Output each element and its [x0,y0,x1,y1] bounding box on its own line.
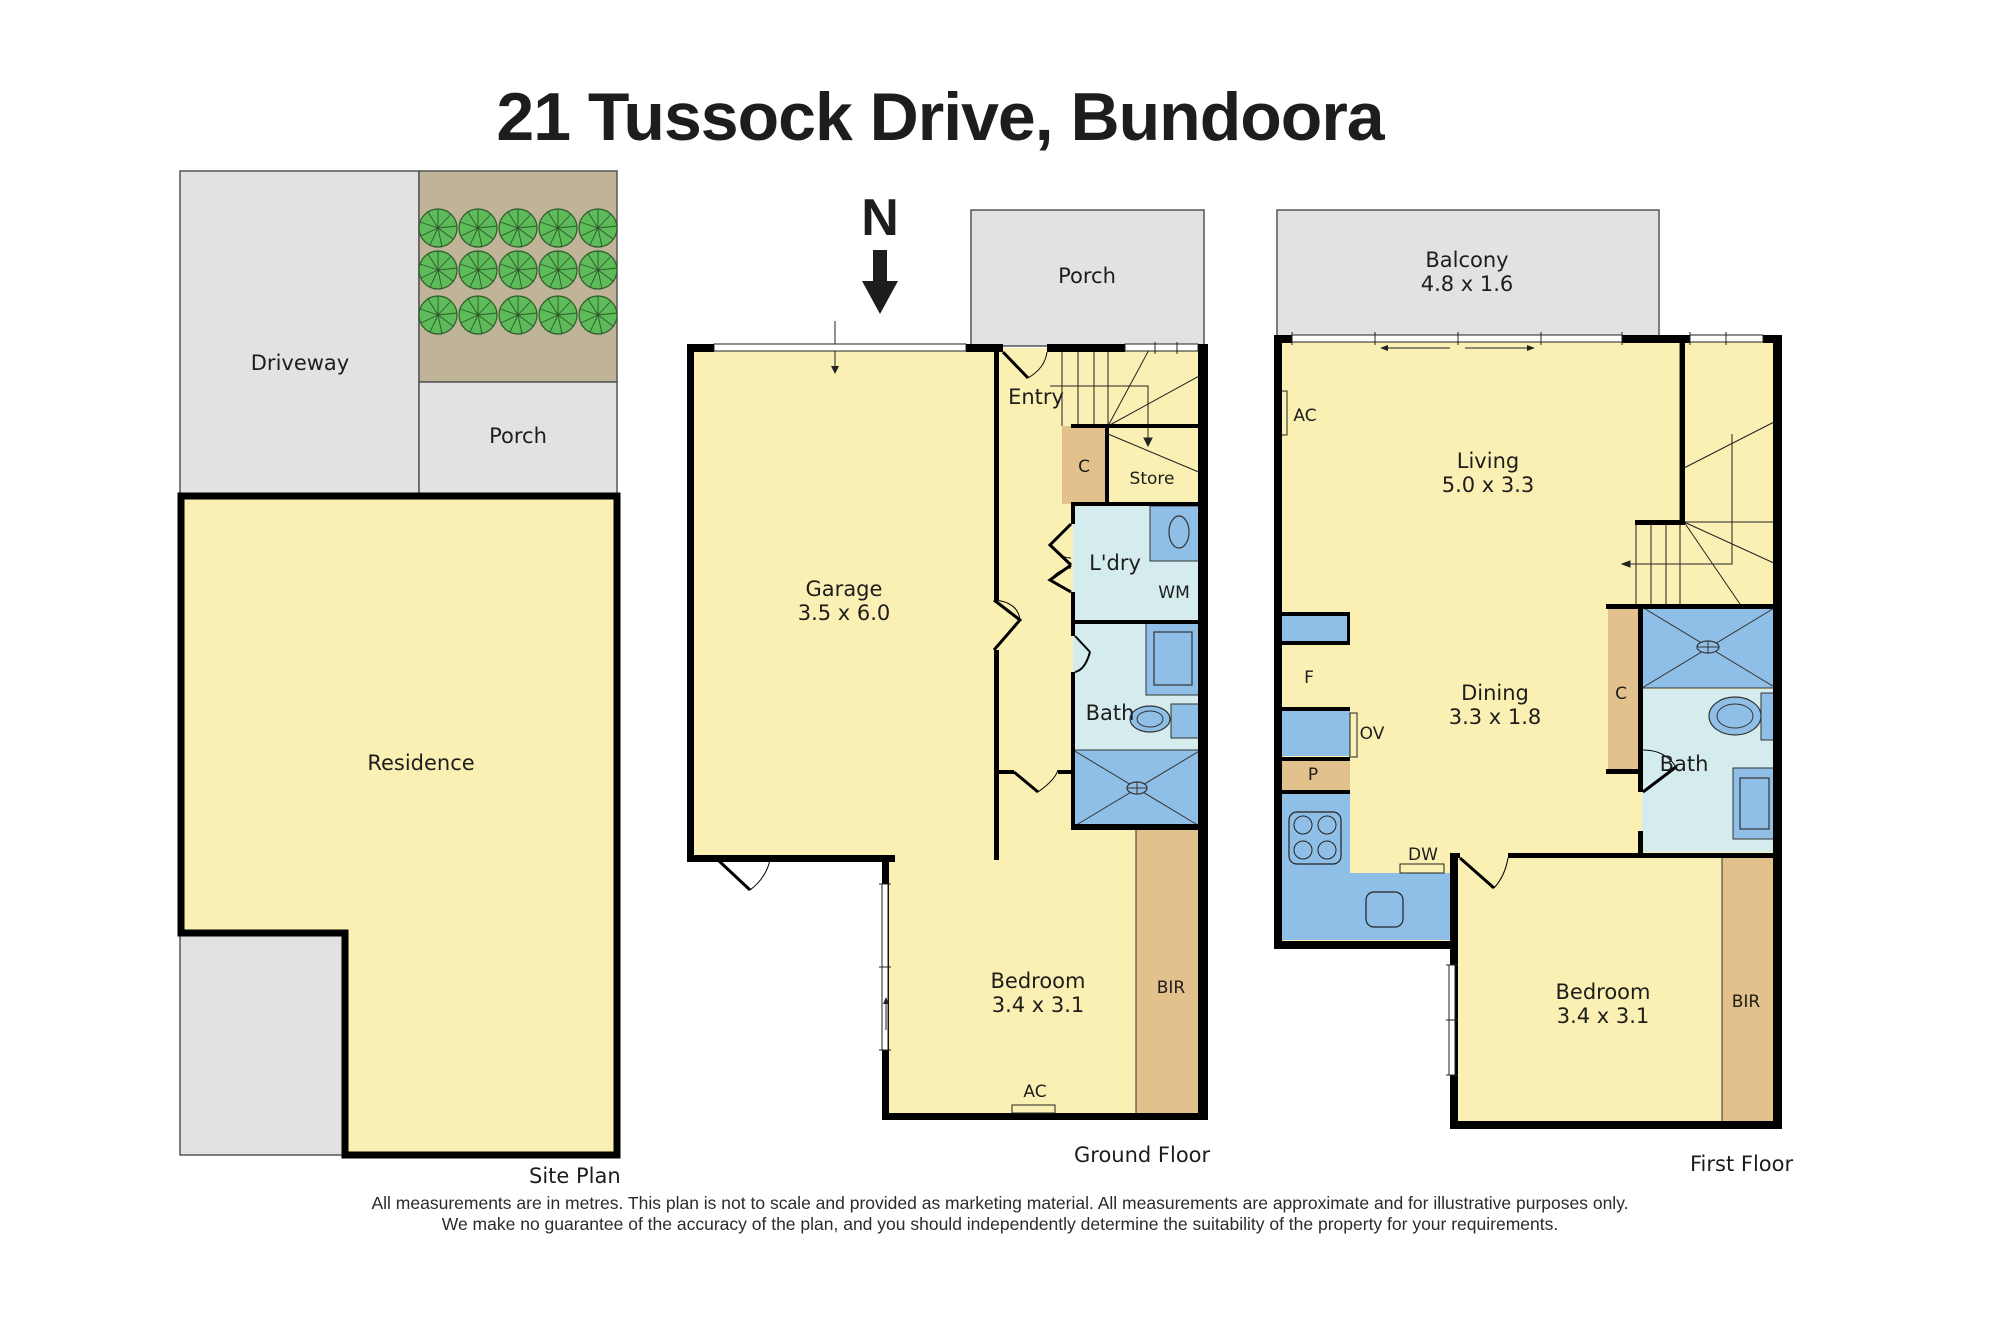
driveway-area [179,170,420,497]
balcony-label: Balcony 4.8 x 1.6 [1421,248,1514,296]
ground-floor-plan [687,209,1208,1120]
gf-porch-label: Porch [1058,264,1116,288]
page-title: 21 Tussock Drive, Bundoora [496,79,1384,155]
first-floor-caption: First Floor [1690,1152,1794,1176]
gf-bedroom-size: 3.4 x 3.1 [991,993,1085,1017]
north-arrow-icon [862,250,898,314]
gf-porch-area [970,209,1205,347]
north-label: N [861,189,899,247]
living-name: Living [1456,449,1520,473]
garage-label: Garage 3.5 x 6.0 [798,577,891,625]
disclaimer-line-2: We make no guarantee of the accuracy of … [441,1214,1559,1234]
garage-name: Garage [805,577,883,601]
dining-name: Dining [1461,681,1529,705]
gf-ac-label: AC [1023,1082,1047,1102]
ff-bath-label: Bath [1659,752,1709,776]
living-size: 5.0 x 3.3 [1441,473,1535,497]
gf-bedroom-name: Bedroom [990,969,1086,993]
gf-bir-label: BIR [1156,978,1186,998]
site-porch-label: Porch [489,424,547,448]
pantry-label: P [1307,765,1319,785]
residence-label: Residence [367,751,475,775]
ff-bir-label: BIR [1731,992,1761,1012]
site-plan [177,170,621,1159]
ff-bedroom-label: Bedroom 3.4 x 3.1 [1556,980,1651,1028]
gf-bath-label: Bath [1085,701,1135,725]
ff-ac-label: AC [1293,406,1317,426]
disclaimer: All measurements are in metres. This pla… [0,1193,2000,1235]
living-label: Living 5.0 x 3.3 [1442,449,1535,497]
gf-bedroom-label: Bedroom 3.4 x 3.1 [991,969,1086,1017]
ff-bedroom-name: Bedroom [1555,980,1651,1004]
first-floor-plan [1274,209,1782,1129]
disclaimer-line-1: All measurements are in metres. This pla… [371,1193,1629,1213]
ground-floor-caption: Ground Floor [1074,1143,1211,1167]
fridge-label: F [1304,668,1314,688]
store-label: Store [1129,469,1175,489]
site-porch-area [418,381,618,497]
plant-icons [418,208,618,335]
laundry-label: L'dry [1089,551,1141,575]
dining-label: Dining 3.3 x 1.8 [1449,681,1542,729]
ff-cupboard-label: C [1615,684,1627,704]
balcony-area [1276,209,1660,339]
oven-label: OV [1359,724,1385,744]
balcony-name: Balcony [1425,248,1509,272]
site-plan-caption: Site Plan [529,1164,621,1188]
entry-label: Entry [1008,385,1064,409]
dishwasher-label: DW [1408,845,1438,865]
residence-footprint [177,492,621,1159]
balcony-size: 4.8 x 1.6 [1420,272,1514,296]
gf-cupboard-label: C [1078,457,1090,477]
garage-size: 3.5 x 6.0 [797,601,891,625]
driveway-label: Driveway [250,351,350,375]
ff-bedroom-size: 3.4 x 3.1 [1556,1004,1650,1028]
washing-machine-label: WM [1158,583,1190,603]
dining-size: 3.3 x 1.8 [1448,705,1542,729]
